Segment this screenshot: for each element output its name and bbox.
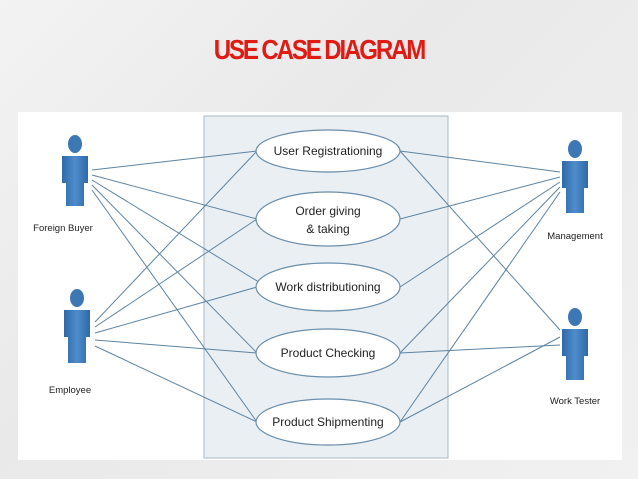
use-case-product-checking: Product Checking (255, 328, 401, 378)
actor-label: Work Tester (550, 396, 600, 407)
association-line (91, 189, 258, 423)
person-icon (64, 289, 90, 363)
use-case-label: Work distributioning (275, 280, 380, 294)
use-case-product-shipment: Product Shipmenting (255, 398, 401, 446)
association-line (399, 344, 561, 354)
association-line (94, 345, 258, 423)
association-line (91, 150, 258, 171)
association-line (399, 150, 561, 331)
actor-employee: Employee (49, 289, 91, 396)
actor-foreign-buyer: Foreign Buyer (33, 135, 93, 234)
association-line (399, 181, 561, 288)
person-icon (562, 308, 588, 380)
use-case-label: Order giving (295, 204, 360, 218)
association-lines (91, 150, 561, 423)
association-line (399, 336, 561, 423)
association-line (399, 191, 561, 423)
actor-work-tester: Work Tester (550, 308, 600, 407)
use-case-label: & taking (306, 222, 349, 236)
association-line (399, 186, 561, 354)
association-line (399, 176, 561, 220)
association-line (94, 218, 258, 328)
use-case-label: User Registrationing (274, 144, 383, 158)
actor-management: Management (547, 140, 603, 242)
association-line (94, 339, 258, 354)
association-line (91, 184, 258, 354)
use-case-order-giving: Order giving & taking (255, 191, 401, 247)
association-line (91, 174, 258, 220)
slide-title: USE CASE DIAGRAM (213, 34, 427, 65)
actor-label: Management (547, 231, 603, 242)
use-case-label: Product Shipmenting (272, 415, 383, 429)
person-icon (62, 135, 88, 206)
person-icon (562, 140, 588, 213)
actor-label: Employee (49, 385, 91, 396)
use-case-work-distribution: Work distributioning (255, 262, 401, 312)
association-line (94, 150, 258, 323)
use-case-user-registration: User Registrationing (255, 129, 401, 173)
association-line (94, 286, 258, 334)
association-line (399, 150, 561, 173)
use-case-label: Product Checking (281, 346, 376, 360)
actor-label: Foreign Buyer (33, 223, 93, 234)
